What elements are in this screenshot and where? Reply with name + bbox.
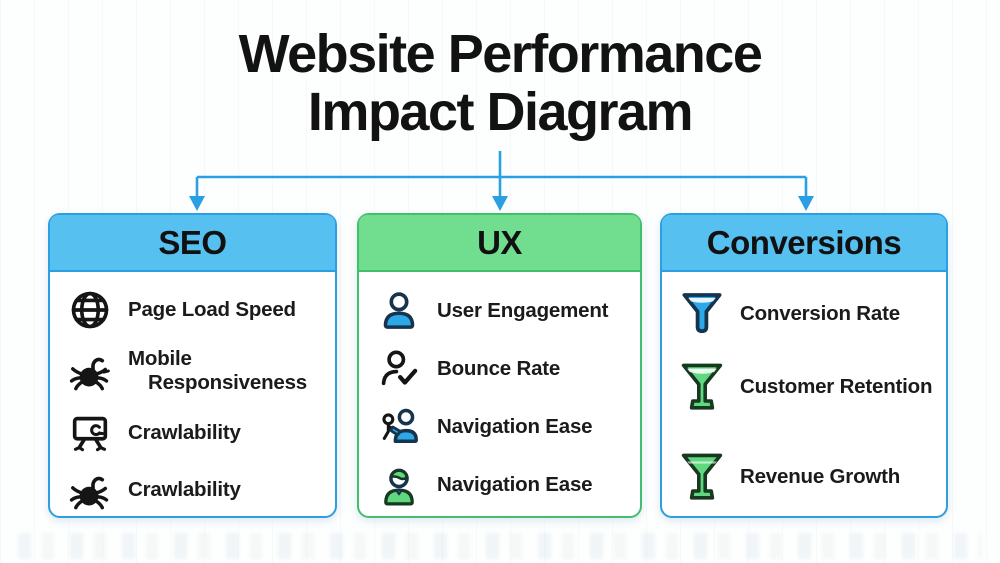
martini-icon: [678, 358, 726, 416]
spider-icon: [66, 467, 114, 513]
list-item-label: Mobile Responsiveness: [128, 347, 307, 394]
spider-icon: [66, 348, 114, 394]
card-ux-header: UX: [359, 215, 640, 272]
whiteboard-icon: [66, 410, 114, 456]
list-item: Conversion Rate: [678, 282, 938, 346]
list-item-label: Page Load Speed: [128, 298, 296, 322]
card-conversions-header: Conversions: [662, 215, 946, 272]
list-item-label: Conversion Rate: [740, 302, 900, 326]
list-item: Navigation Ease: [375, 456, 632, 514]
list-item-label: Bounce Rate: [437, 357, 561, 381]
list-item: Crawlability: [66, 462, 327, 518]
page-title-line1: Website Performance: [238, 24, 763, 84]
support-agent-icon: [375, 463, 423, 507]
card-seo: SEO Page Load Speed Mobile: [48, 213, 337, 518]
list-item-label: Navigation Ease: [437, 415, 593, 439]
card-ux-body: User Engagement Bounce Rate: [359, 272, 640, 514]
list-item: Bounce Rate: [375, 340, 632, 398]
user-icon: [375, 289, 423, 333]
list-item: Customer Retention: [678, 346, 938, 428]
users-icon: [375, 405, 423, 449]
list-item-label: Customer Retention: [740, 375, 933, 399]
list-item: Page Load Speed: [66, 282, 327, 338]
card-seo-header: SEO: [50, 215, 335, 272]
page-title-line2: Impact Diagram: [307, 81, 694, 142]
list-item: User Engagement: [375, 282, 632, 340]
card-seo-body: Page Load Speed Mobile Responsiveness: [50, 272, 335, 518]
page-title: Website Performance Impact Diagram: [0, 24, 1000, 142]
card-ux: UX User Engagement Bounce Rate: [357, 213, 642, 518]
background-ghost-text: [18, 533, 982, 559]
list-item: Revenue Growth: [678, 434, 938, 520]
list-item-label: Revenue Growth: [740, 465, 901, 489]
list-item: Mobile Responsiveness: [66, 338, 327, 404]
list-item: Navigation Ease: [375, 398, 632, 456]
martini-icon: [678, 448, 726, 506]
card-conversions-body: Conversion Rate Customer Retention Reven…: [662, 272, 946, 520]
card-conversions: Conversions Conversion Rate Customer Ret…: [660, 213, 948, 518]
user-check-icon: [375, 347, 423, 391]
list-item-label: Crawlability: [128, 478, 241, 502]
connector-arrows: [189, 151, 814, 211]
list-item: Crawlability: [66, 404, 327, 462]
list-item-label: User Engagement: [437, 299, 609, 323]
list-item-label: Crawlability: [128, 421, 241, 445]
list-item-label: Navigation Ease: [437, 473, 593, 497]
funnel-icon: [678, 288, 726, 340]
globe-icon: [66, 287, 114, 333]
